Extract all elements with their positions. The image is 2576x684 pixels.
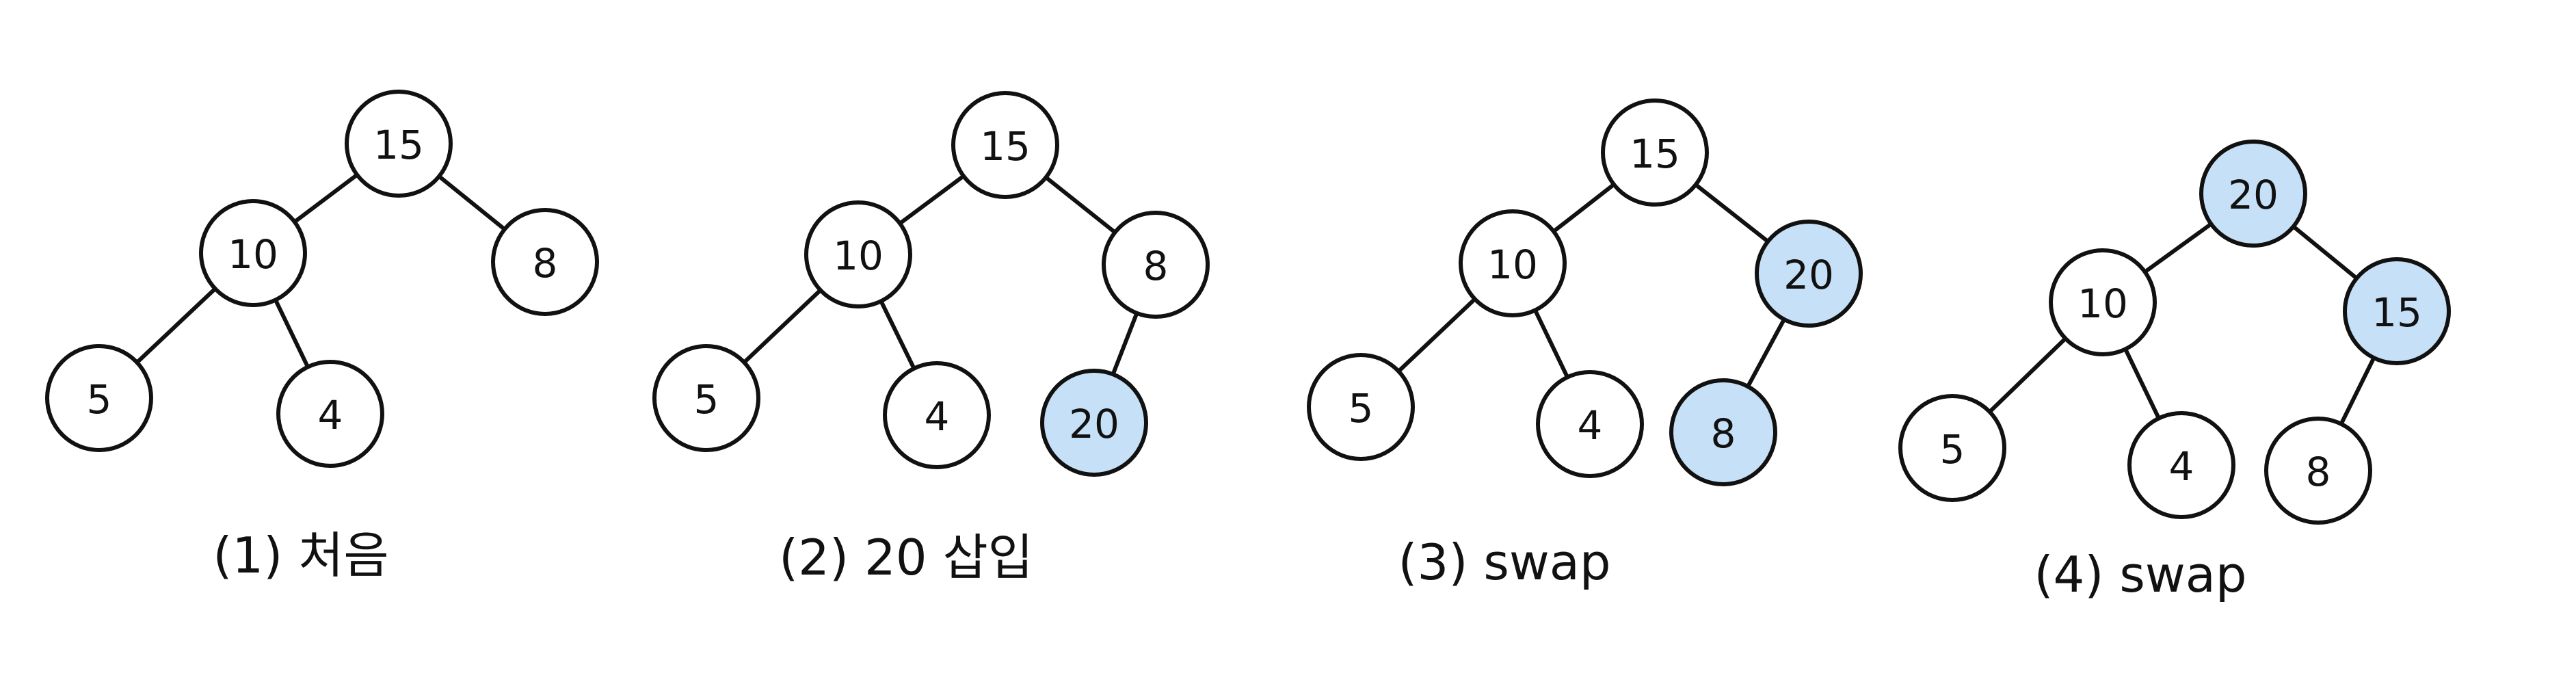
tree-node: 10 [199, 199, 307, 307]
node-label: 5 [87, 376, 112, 423]
tree-edge [437, 174, 507, 232]
node-label: 15 [2372, 289, 2422, 336]
node-circle [951, 91, 1059, 199]
tree-node: 10 [804, 200, 912, 308]
tree-node: 4 [1536, 370, 1644, 478]
tree-edge [1396, 297, 1477, 373]
tree-panel-2: 15 10 8 5 4 20 (2) 20 삽입 [652, 91, 1210, 586]
tree-edge [1111, 311, 1139, 377]
highlighted-node-circle [1040, 369, 1148, 477]
node-label: 10 [1487, 241, 1538, 288]
node-label: 10 [228, 231, 278, 278]
tree-node: 5 [45, 344, 153, 452]
node-label: 8 [1143, 243, 1169, 289]
tree-edge [1746, 317, 1786, 389]
panel-caption: (4) swap [2034, 546, 2246, 603]
tree-edge [1693, 183, 1770, 244]
tree-edge [742, 288, 823, 365]
tree-edge [292, 172, 360, 224]
tree-edge [273, 298, 310, 369]
node-circle [491, 208, 599, 316]
tree-node: 4 [276, 360, 384, 468]
tree-node: 15 [345, 90, 453, 198]
node-circle [345, 90, 453, 198]
tree-edge [1532, 308, 1570, 380]
tree-node: 15 [1601, 98, 1709, 207]
tree-node: 4 [883, 361, 991, 469]
node-circle [804, 200, 912, 308]
node-label: 4 [2169, 443, 2194, 490]
node-circle [1459, 209, 1567, 317]
tree-node: 5 [1898, 394, 2006, 502]
node-label: 10 [2077, 280, 2128, 327]
tree-node: 15 [951, 91, 1059, 199]
node-circle [1307, 353, 1415, 461]
tree-node: 20 [1040, 369, 1148, 477]
tree-edge [2123, 347, 2161, 421]
node-label: 5 [1349, 385, 1374, 432]
node-label: 10 [833, 233, 884, 279]
tree-node: 10 [1459, 209, 1567, 317]
node-label: 4 [318, 392, 343, 438]
tree-node: 5 [1307, 353, 1415, 461]
tree-node: 10 [2049, 248, 2157, 356]
highlighted-node-circle [2199, 140, 2307, 248]
node-circle [1536, 370, 1644, 478]
tree-node: 8 [491, 208, 599, 316]
panel-caption: (2) 20 삽입 [779, 529, 1033, 586]
node-label: 8 [533, 240, 558, 287]
tree-node: 8 [1669, 378, 1777, 486]
node-label: 5 [694, 376, 719, 423]
node-circle [2127, 411, 2235, 519]
tree-edge [2339, 356, 2376, 426]
highlighted-node-circle [2343, 257, 2451, 365]
tree-panel-4: 20 10 15 5 4 8 (4) swap [1898, 140, 2451, 603]
tree-node: 8 [2264, 417, 2372, 525]
tree-node: 20 [2199, 140, 2307, 248]
node-label: 15 [980, 123, 1031, 170]
node-circle [1102, 211, 1210, 319]
tree-edge [2142, 222, 2214, 274]
highlighted-node-circle [1669, 378, 1777, 486]
tree-edge [879, 299, 916, 371]
node-circle [199, 199, 307, 307]
node-circle [276, 360, 384, 468]
tree-panel-1: 15 10 8 5 4 (1) 처음 [45, 90, 599, 584]
tree-node: 4 [2127, 411, 2235, 519]
node-circle [2264, 417, 2372, 525]
node-label: 8 [2306, 449, 2331, 495]
node-label: 20 [1783, 252, 1834, 298]
tree-node: 15 [2343, 257, 2451, 365]
tree-edge [2291, 224, 2359, 280]
node-label: 15 [1630, 131, 1680, 177]
tree-edge [1044, 175, 1117, 235]
tree-panel-3: 15 10 20 5 4 8 (3) swap [1307, 98, 1863, 591]
tree-edge [898, 174, 966, 226]
highlighted-node-circle [1755, 220, 1863, 328]
node-label: 8 [1711, 410, 1736, 457]
panel-caption: (3) swap [1398, 534, 1610, 591]
panel-caption: (1) 처음 [213, 527, 388, 584]
node-circle [1601, 98, 1709, 207]
node-circle [1898, 394, 2006, 502]
node-label: 15 [373, 122, 424, 168]
tree-edge [1552, 182, 1616, 234]
node-circle [2049, 248, 2157, 356]
tree-node: 5 [652, 344, 760, 452]
node-circle [652, 344, 760, 452]
node-label: 5 [1940, 426, 1965, 473]
node-label: 20 [2228, 172, 2279, 218]
node-label: 20 [1069, 401, 1119, 447]
tree-edge [135, 287, 217, 365]
tree-node: 20 [1755, 220, 1863, 328]
node-circle [45, 344, 153, 452]
node-label: 4 [925, 393, 950, 440]
node-circle [883, 361, 991, 469]
tree-node: 8 [1102, 211, 1210, 319]
node-label: 4 [1578, 402, 1603, 449]
tree-edge [1987, 336, 2068, 415]
